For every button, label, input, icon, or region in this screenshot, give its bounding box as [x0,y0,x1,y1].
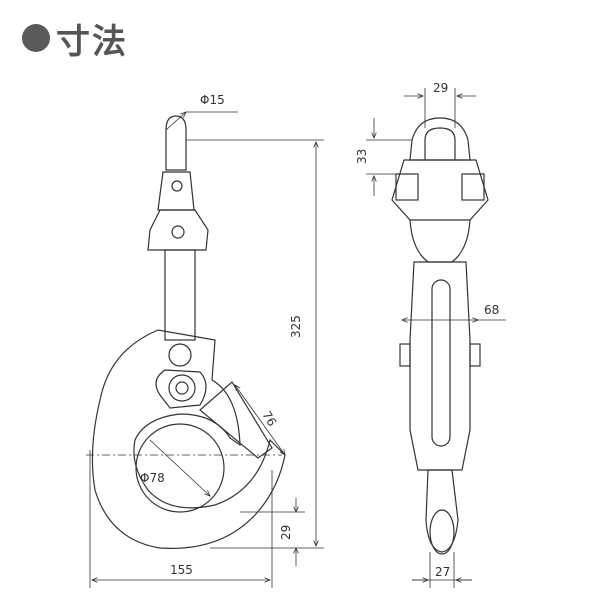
bullet-icon [22,24,50,52]
bolt-upper [168,343,192,367]
dim-hook-tip: 29 [279,525,293,540]
dim-bottom-width: 27 [435,565,450,579]
top-eye [165,115,187,171]
dim-top-width: 29 [433,81,448,95]
dim-width: 155 [170,563,193,577]
dim-pin-diameter: Φ15 [200,93,225,107]
dim-body-width: 68 [484,303,499,317]
clevis [409,117,471,161]
front-view [91,115,286,549]
bolt-lower [168,374,196,402]
dim-hook-inner: Φ78 [140,471,165,485]
dim-height: 325 [289,315,303,338]
section-title: 寸法 [56,21,128,62]
hook-body [91,329,286,549]
dim-throat: 76 [259,409,279,429]
dim-top-height: 33 [355,149,369,164]
side-body [409,261,471,471]
section-header: 寸法 [22,18,128,62]
side-view [391,117,489,555]
latch-tip [425,469,459,553]
